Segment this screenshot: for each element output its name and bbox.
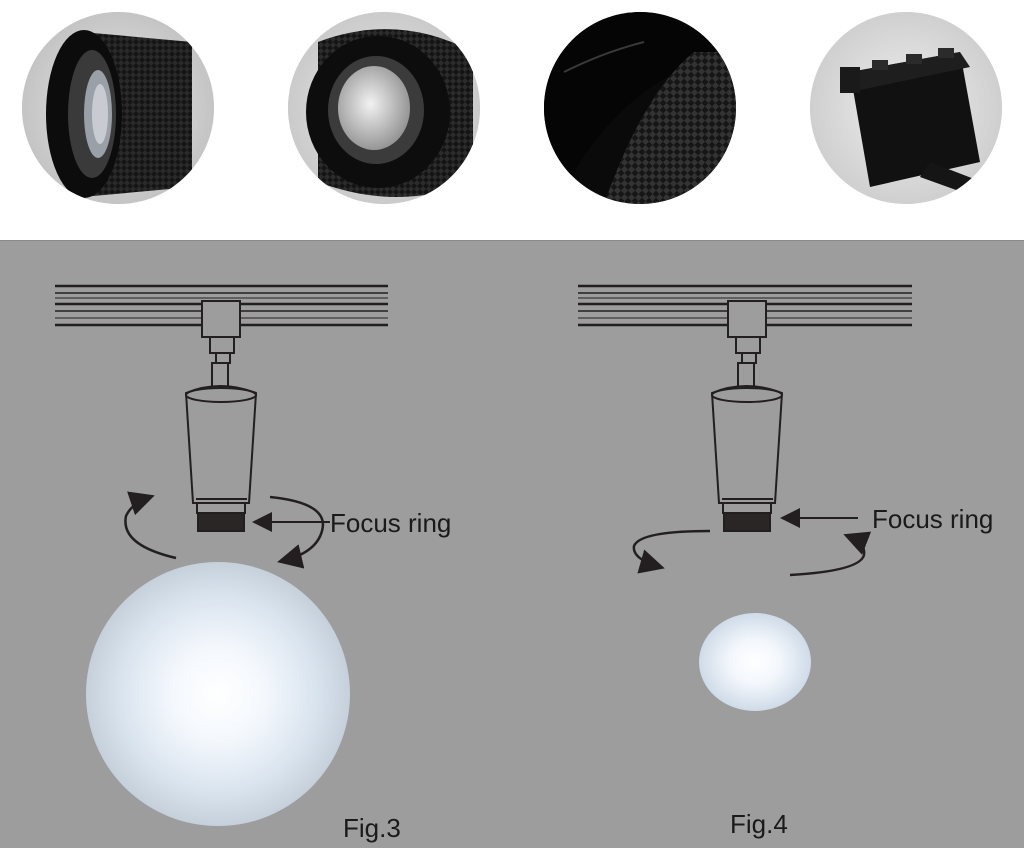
spotlight-head-fig4 xyxy=(710,385,784,532)
product-photo-strip xyxy=(0,0,1024,240)
photo-head-side-view xyxy=(22,12,214,204)
figure-4 xyxy=(578,284,912,711)
focus-ring-label-fig3: Focus ring xyxy=(330,508,452,538)
photo-track-adapter xyxy=(810,12,1002,204)
figure-3 xyxy=(55,284,388,826)
figure-caption-fig3: Fig.3 xyxy=(343,813,401,843)
rotation-arrows-fig4 xyxy=(632,529,872,577)
figure-caption-fig4: Fig.4 xyxy=(730,809,788,839)
light-beam-wide xyxy=(86,562,350,826)
focus-diagram-panel: Focus ring Focus ring Fig.3 Fig.4 xyxy=(0,240,1024,848)
light-beam-narrow xyxy=(699,613,811,711)
track-adapter-fig3 xyxy=(201,300,241,398)
track-adapter-illustration xyxy=(810,12,1002,204)
spotlight-head-fig3 xyxy=(184,385,258,532)
knurl-closeup-illustration xyxy=(544,12,736,204)
head-lens-illustration xyxy=(288,12,480,204)
focus-diagram-svg xyxy=(55,284,912,826)
photo-head-closeup-knurl xyxy=(544,12,736,204)
photo-head-lens-view xyxy=(288,12,480,204)
head-side-illustration xyxy=(22,12,214,204)
rotation-arrows-fig3 xyxy=(124,491,325,569)
focus-ring-label-fig4: Focus ring xyxy=(872,504,994,534)
track-adapter-fig4 xyxy=(727,300,767,398)
